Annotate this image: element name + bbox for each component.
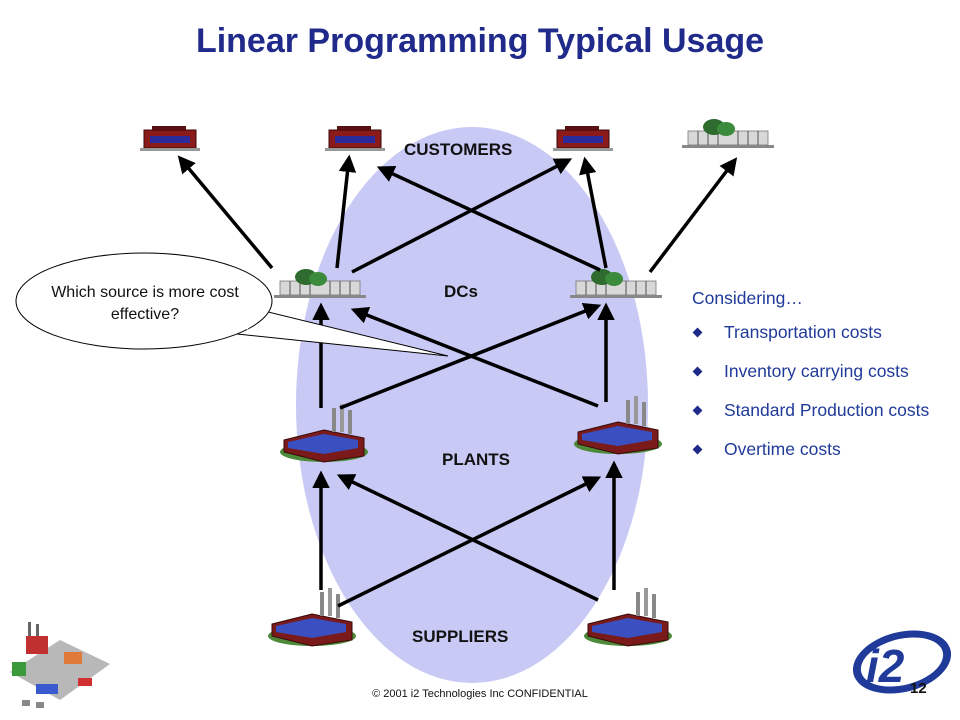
arrow-dc2-customer3 [579, 156, 608, 269]
logo-text: i2 [866, 640, 905, 692]
diamond-bullet-icon [692, 327, 703, 338]
customer-store-icon-2 [324, 125, 386, 152]
tier-label-plants: PLANTS [442, 450, 510, 469]
consideration-item: Overtime costs [692, 436, 942, 462]
i2-logo-icon: i2 [852, 630, 952, 694]
arrow-dc1-customer1 [177, 155, 274, 270]
network-ellipse [296, 127, 648, 683]
consideration-item: Transportation costs [692, 319, 942, 345]
tier-label-suppliers: SUPPLIERS [412, 627, 509, 646]
slide-title: Linear Programming Typical Usage [195, 22, 765, 60]
customer-store-icon-1 [139, 125, 201, 152]
arrow-dc1-customer3 [351, 158, 573, 274]
considering-heading: Considering… [692, 288, 803, 308]
copyright-footer: © 2001 i2 Technologies Inc CONFIDENTIAL [372, 688, 588, 700]
consideration-item: Inventory carrying costs [692, 358, 942, 384]
diamond-bullet-icon [692, 444, 703, 455]
arrow-dc2-customer2 [376, 165, 601, 272]
tier-label-dcs: DCs [444, 282, 479, 301]
customer-warehouse-icon [681, 118, 775, 149]
tier-label-customers: CUSTOMERS [404, 140, 513, 159]
arrow-supplier1-plant2 [337, 476, 602, 608]
page-number: 12 [910, 680, 927, 697]
arrow-plant2-dc1 [350, 306, 599, 408]
arrow-dc1-customer2 [335, 154, 357, 269]
callout-text: Which source is more cost effective? [51, 284, 239, 323]
diamond-bullet-icon [692, 405, 703, 416]
arrow-supplier2-plant1 [336, 474, 599, 602]
customer-store-icon-3 [552, 125, 614, 152]
consideration-item: Standard Production costs [692, 397, 942, 423]
diamond-bullet-icon [692, 366, 703, 377]
considering-list: Considering… Transportation costs Invent… [692, 288, 942, 475]
supply-network-illustration [10, 622, 110, 708]
arrow-dc2-customer4 [648, 157, 738, 274]
supplier-factory-icon-1 [267, 587, 357, 647]
callout-bubble [15, 252, 449, 357]
